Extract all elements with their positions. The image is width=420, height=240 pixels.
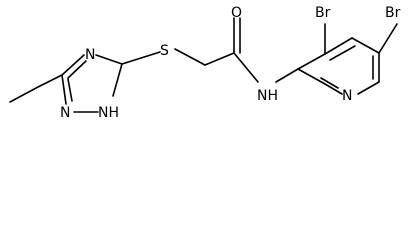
bond-n-pyridine	[275, 68, 299, 83]
chemical-structure: N N NH H S O NH N Br Br	[9, 5, 401, 121]
bond-ethyl-ch2	[37, 74, 63, 88]
bond-pyr-c6-n	[357, 81, 380, 95]
bond-triazole-n2-c5-double	[67, 78, 73, 102]
bond-pyr-n-c2-double	[320, 77, 339, 89]
atom-n-triazole-left: N	[60, 105, 70, 121]
bond-ethyl-ch3	[9, 86, 39, 103]
bond-carbonyl-n	[233, 52, 259, 83]
bond-triazole-n4-c3	[95, 54, 123, 65]
atom-sulfur: S	[160, 43, 169, 59]
atom-n-triazole-nh: NH	[98, 105, 119, 121]
bond-pyr-c2-ring	[297, 68, 326, 85]
atom-oxygen: O	[231, 5, 242, 21]
atom-bromine-right: Br	[385, 5, 401, 21]
bond-triazole-c5-n4-double	[67, 60, 87, 79]
bond-pyr-n-c2	[324, 83, 343, 95]
atom-labels: N N NH H S O NH N Br Br	[60, 5, 401, 121]
atom-bromine-left: Br	[315, 5, 331, 21]
bond-triazole-c5-n4	[61, 54, 85, 76]
bond-ch2-carbonyl	[204, 52, 235, 66]
bond-pyr-c3-c4	[324, 37, 353, 55]
atom-n-pyridine: N	[342, 88, 352, 104]
bond-group	[9, 17, 398, 113]
atom-n-amide: NH	[257, 88, 278, 104]
bond-pyr-c3-c4-double	[329, 45, 356, 61]
bond-c5-br	[378, 23, 398, 54]
bond-triazole-n2-c5	[61, 74, 67, 105]
bond-pyr-c4-c5	[351, 37, 380, 54]
bond-c3-s	[121, 51, 161, 65]
bond-s-ch2	[174, 48, 206, 66]
bond-pyr-c2-c3	[297, 53, 326, 70]
atom-n-triazole-top: N	[85, 47, 95, 63]
bond-triazole-c3-n1h	[112, 63, 123, 97]
